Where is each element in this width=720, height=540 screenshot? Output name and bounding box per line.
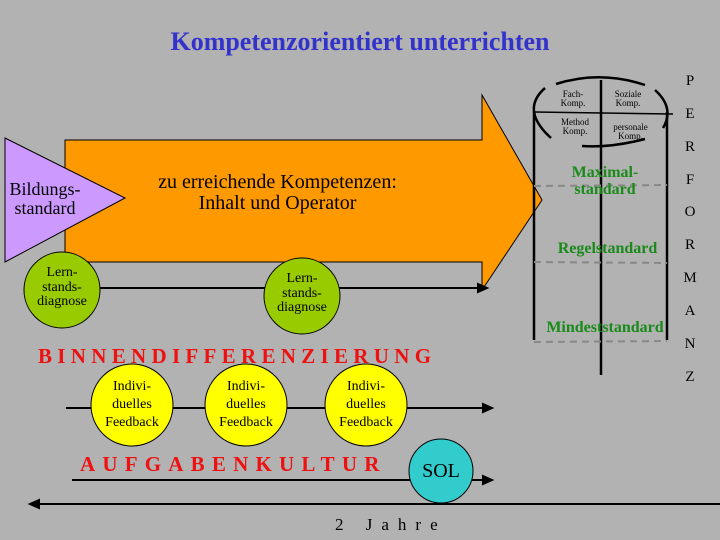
diagnose-circle-1 xyxy=(23,251,101,329)
performanz-letter: E xyxy=(685,106,695,122)
mindeststandard: Mindeststandard xyxy=(546,319,664,336)
diagnose-label-1: Lern-stands-diagnose xyxy=(37,265,87,310)
maximalstandard: Maximal-standard xyxy=(571,164,639,198)
performanz-letter: M xyxy=(683,270,697,286)
feedback-circle-1 xyxy=(90,363,174,447)
diagnose-circle-2 xyxy=(263,257,341,335)
fach-komp: Fach-Komp. xyxy=(560,89,586,109)
regelstandard: Regelstandard xyxy=(557,240,658,257)
arrow-label: zu erreichende Kompetenzen:Inhalt und Op… xyxy=(158,171,397,214)
standards-cylinder xyxy=(532,76,674,375)
diagnose-label-2: Lern-stands-diagnose xyxy=(277,271,327,316)
binnendifferenzierung-label: BINNENDIFFERENZIERUNG xyxy=(38,344,437,368)
feedback-circle-3 xyxy=(324,363,408,447)
bildungsstandard-label: Bildungs-standard xyxy=(9,179,81,218)
performanz-letter: N xyxy=(684,336,696,352)
performanz-letter: A xyxy=(684,303,696,319)
bildungsstandard-triangle xyxy=(4,137,127,263)
sol-circle xyxy=(408,438,474,504)
duration-label: 2 Jahre xyxy=(335,515,447,534)
performanz-letter: P xyxy=(685,73,695,89)
performanz-letter: R xyxy=(684,237,695,253)
competency-arrow xyxy=(64,93,543,292)
performanz-letter: F xyxy=(685,172,695,188)
page-title: Kompetenzorientiert unterrichten xyxy=(170,27,550,56)
performanz-letter: Z xyxy=(685,369,695,385)
feedback-circle-2 xyxy=(204,363,288,447)
sol-label: SOL xyxy=(422,460,460,482)
aufgabenkultur-label: AUFGABENKULTUR xyxy=(80,452,387,476)
performanz-letter: R xyxy=(684,139,695,155)
performanz-letter: O xyxy=(684,204,696,220)
